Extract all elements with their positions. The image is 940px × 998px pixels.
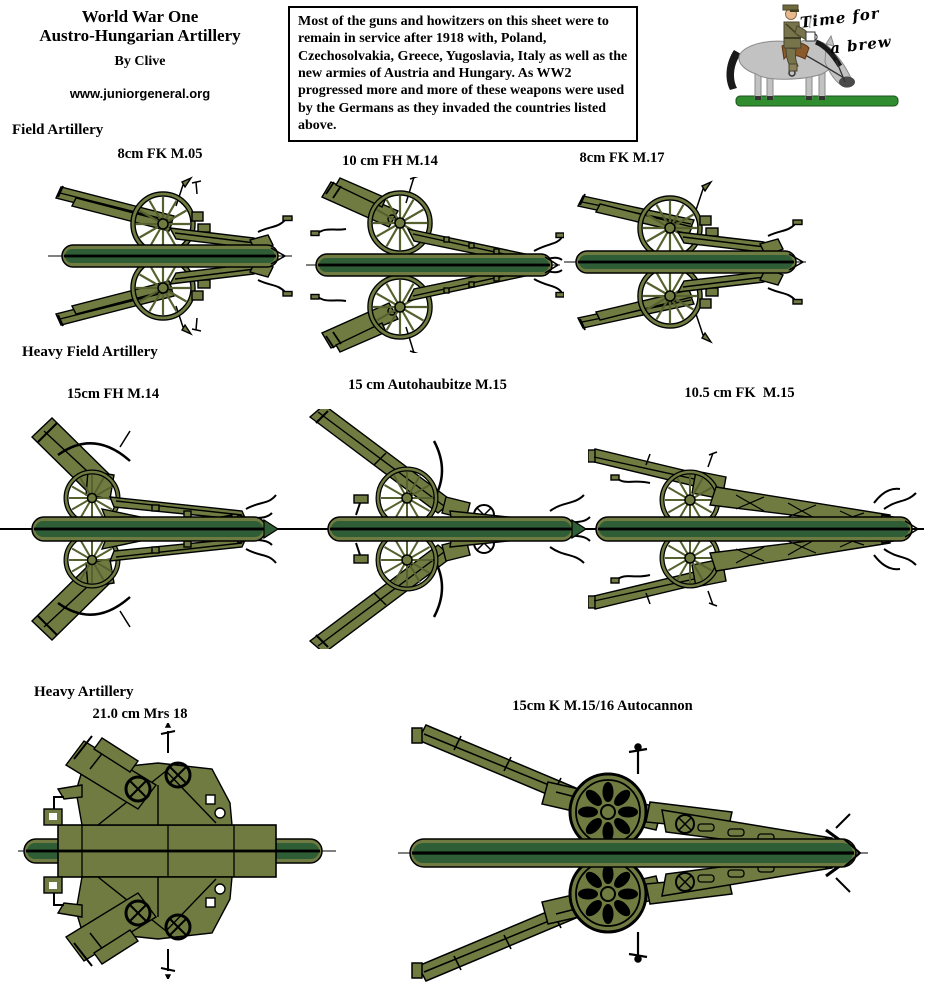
handspike	[617, 478, 651, 484]
handspike	[257, 219, 286, 233]
spade-tip	[904, 520, 920, 538]
section-heading-heavy-field-artillery: Heavy Field Artillery	[22, 344, 158, 360]
handwheel	[124, 775, 152, 803]
gun-top	[55, 176, 293, 257]
gun-label-15cm-k-autocannon: 15cm K M.15/16 Autocannon	[512, 698, 693, 714]
gun-label-8cm-fk-m05: 8cm FK M.05	[117, 146, 203, 162]
base-bar	[31, 516, 280, 542]
hoof	[819, 96, 825, 100]
gun-label-105cm-fk-m15: 10.5 cm FK M.15	[684, 385, 795, 401]
horse-rider-cartoon	[726, 4, 899, 107]
mug-handle	[814, 33, 818, 41]
gun-top	[43, 723, 233, 826]
section-heading-field-artillery: Field Artillery	[12, 122, 104, 138]
hoof	[806, 96, 812, 100]
gun-wheel	[367, 190, 433, 256]
base-bar	[575, 250, 797, 274]
figure-15cm-fh-m14	[2, 417, 294, 647]
section-heading-heavy-artillery: Heavy Artillery	[34, 684, 134, 700]
figure-15cm-autohaubitze-m15	[298, 409, 598, 649]
horse-mane	[814, 39, 843, 68]
steam	[812, 13, 816, 27]
gun-barrel	[64, 740, 158, 810]
gun-label-15cm-autohaubitze-m15: 15 cm Autohaubitze M.15	[348, 377, 507, 393]
gun-wheel	[375, 466, 439, 530]
rider	[782, 4, 818, 72]
base-bar	[409, 838, 857, 868]
grass-base	[735, 95, 899, 107]
historical-note-box: Most of the guns and howitzers on this s…	[288, 6, 638, 142]
base-bar	[315, 253, 553, 277]
mount-box	[57, 824, 277, 878]
gun-label-8cm-fk-m17: 8cm FK M.17	[579, 150, 665, 166]
spade-tip	[788, 253, 805, 271]
gun-label-10cm-fh-m14: 10 cm FH M.14	[342, 153, 438, 169]
page-title-line2: Austro-Hungarian Artillery	[39, 25, 241, 45]
bridle	[835, 59, 846, 83]
figure-15cm-k-autocannon	[398, 724, 868, 983]
figure-21cm-mrs-18	[18, 723, 336, 979]
hoof	[767, 96, 773, 100]
figure-10cm-fh-m14	[306, 177, 564, 353]
handspike	[317, 228, 347, 234]
cap	[782, 4, 799, 11]
cap-brim	[790, 9, 799, 12]
figure-105cm-fk-m15	[588, 448, 924, 639]
gun-mirror	[42, 875, 234, 979]
gun-mirror	[56, 258, 292, 334]
gun-label-15cm-fh-m14: 15cm FH M.14	[66, 386, 160, 402]
horse-tail	[726, 50, 741, 90]
base-bar	[595, 516, 913, 542]
horse-eye	[833, 57, 837, 61]
base-bar	[327, 516, 588, 542]
title-block: World War One Austro-Hungarian Artillery…	[8, 7, 272, 102]
gun-top	[411, 724, 857, 855]
base-bar	[61, 244, 279, 268]
figure-8cm-fk-m05	[48, 176, 298, 340]
gun-wheel	[637, 195, 703, 261]
gun-label-21cm-mrs-18: 21.0 cm Mrs 18	[92, 706, 188, 722]
steam	[808, 16, 812, 29]
gun-top	[576, 180, 803, 261]
gun-mirror	[410, 850, 858, 983]
spade-tip	[544, 256, 560, 274]
byline: By Clive	[114, 54, 166, 70]
gun-mirror	[578, 266, 802, 342]
spade-tip	[843, 838, 862, 868]
tea-mug	[805, 31, 816, 42]
hoof	[755, 96, 761, 100]
website-url: www.juniorgeneral.org	[69, 86, 211, 102]
handwheel	[164, 761, 192, 789]
figure-8cm-fk-m17	[564, 180, 806, 346]
page-title-line1: World War One	[81, 7, 199, 26]
handspike	[767, 223, 796, 237]
gun-top	[588, 448, 917, 531]
spade-tip	[270, 247, 287, 265]
horse-muzzle	[839, 76, 855, 88]
